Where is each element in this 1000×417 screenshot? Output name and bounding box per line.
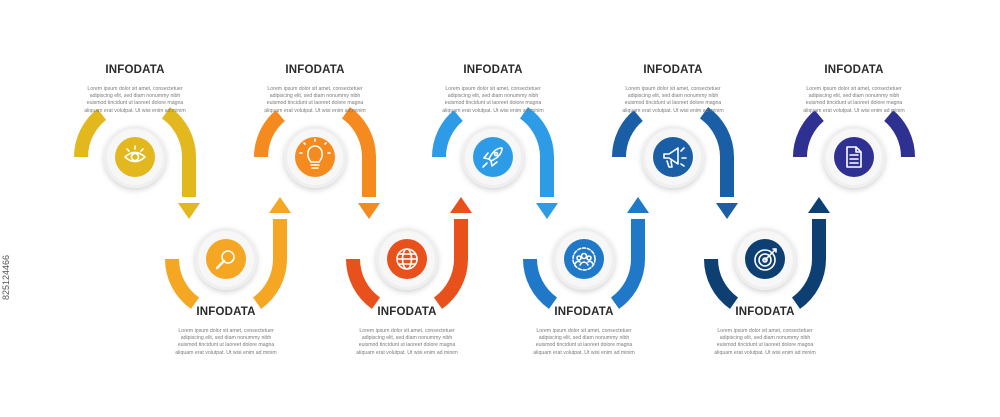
arrow-down-icon [536, 203, 558, 219]
step-title-6: INFODATA [554, 306, 614, 318]
globe-icon [396, 248, 418, 270]
connector-arcs [74, 107, 916, 309]
node-disc [206, 239, 246, 279]
megaphone-icon [663, 147, 687, 168]
arrow-up-icon [269, 197, 291, 213]
connector-arc [253, 110, 286, 158]
step-description-3: Lorem ipsum dolor sit amet, consectetuer… [264, 86, 366, 114]
connector-arc [611, 110, 644, 158]
step-title-2: INFODATA [196, 306, 256, 318]
team-gear-icon [572, 247, 596, 271]
step-description-6: Lorem ipsum dolor sit amet, consectetuer… [533, 328, 635, 356]
step-node-1 [104, 126, 166, 188]
target-icon [754, 248, 777, 271]
step-node-7 [642, 126, 704, 188]
connector-arc [346, 258, 381, 309]
step-description-8: Lorem ipsum dolor sit amet, consectetuer… [714, 328, 816, 356]
step-description-4: Lorem ipsum dolor sit amet, consectetuer… [356, 328, 458, 356]
document-icon [846, 146, 862, 168]
arrow-down-icon [716, 203, 738, 219]
connector-arc [431, 110, 464, 158]
connector-arc [792, 110, 825, 158]
step-description-5: Lorem ipsum dolor sit amet, consectetuer… [442, 86, 544, 114]
connector-arc-start [74, 108, 107, 158]
step-title-9: INFODATA [824, 64, 884, 76]
step-title-4: INFODATA [377, 306, 437, 318]
step-description-1: Lorem ipsum dolor sit amet, consectetuer… [84, 86, 186, 114]
connector-arc [252, 219, 287, 309]
connector-arc [610, 219, 645, 309]
step-description-9: Lorem ipsum dolor sit amet, consectetuer… [803, 86, 905, 114]
connector-arc [341, 107, 376, 197]
node-disc [653, 137, 693, 177]
step-description-7: Lorem ipsum dolor sit amet, consectetuer… [622, 86, 724, 114]
node-disc [115, 137, 155, 177]
step-node-6 [553, 228, 615, 290]
connector-arc [523, 258, 558, 309]
connector-arc [165, 258, 200, 309]
step-node-3 [284, 126, 346, 188]
arrow-up-icon [450, 197, 472, 213]
step-title-1: INFODATA [105, 64, 165, 76]
step-node-2 [195, 228, 257, 290]
step-description-2: Lorem ipsum dolor sit amet, consectetuer… [175, 328, 277, 356]
arrow-up-icon [808, 197, 830, 213]
eye-icon [124, 145, 146, 163]
step-title-7: INFODATA [643, 64, 703, 76]
connector-arc [791, 219, 826, 309]
magnifier-icon [215, 250, 235, 270]
arrow-down-icon [358, 203, 380, 219]
connector-arc [519, 107, 554, 197]
arrow-up-icon [627, 197, 649, 213]
step-title-5: INFODATA [463, 64, 523, 76]
node-disc [295, 137, 335, 177]
node-disc [473, 137, 513, 177]
connector-arc [433, 219, 468, 309]
connector-arc-end [883, 110, 916, 158]
node-disc [834, 137, 874, 177]
step-nodes [104, 126, 885, 290]
step-title-8: INFODATA [735, 306, 795, 318]
stock-id-watermark: 825124466 [1, 254, 11, 300]
lightbulb-icon [299, 138, 331, 169]
step-node-9 [823, 126, 885, 188]
step-title-3: INFODATA [285, 64, 345, 76]
step-node-4 [376, 228, 438, 290]
rocket-icon [482, 147, 503, 168]
arrow-down-icon [178, 203, 200, 219]
connector-arc [699, 107, 734, 197]
step-node-5 [462, 126, 524, 188]
step-node-8 [734, 228, 796, 290]
connector-arc [161, 107, 196, 197]
connector-arc [704, 258, 739, 309]
